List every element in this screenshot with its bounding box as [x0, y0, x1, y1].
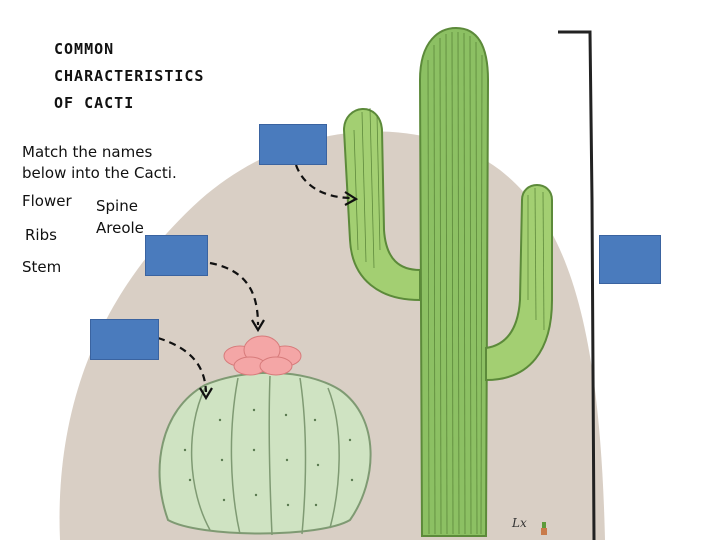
arrow-to-spine	[294, 164, 353, 200]
arrow-to-flower	[209, 261, 260, 326]
frame-line	[558, 30, 596, 540]
instructions: Match the names below into the Cacti.	[22, 142, 177, 184]
flower	[223, 335, 302, 376]
instructions-line-1: Match the names	[22, 143, 153, 161]
pot-icon	[541, 522, 547, 535]
artist-signature: Lx	[512, 516, 527, 530]
drop-box-barrel[interactable]	[90, 319, 159, 360]
arrow-to-barrel	[157, 336, 208, 393]
word-areole[interactable]: Areole	[96, 219, 144, 237]
word-stem[interactable]: Stem	[22, 258, 62, 276]
drop-box-spine[interactable]	[259, 124, 327, 165]
barrel-cactus	[158, 371, 372, 536]
page-title: COMMON CHARACTERISTICS OF CACTI	[54, 36, 204, 117]
title-line-1: COMMON	[54, 40, 115, 58]
drop-box-flower[interactable]	[145, 235, 208, 276]
word-flower[interactable]: Flower	[22, 192, 72, 210]
instructions-line-2: below into the Cacti.	[22, 164, 177, 182]
title-line-3: OF CACTI	[54, 94, 135, 112]
title-line-2: CHARACTERISTICS	[54, 67, 205, 85]
word-ribs[interactable]: Ribs	[25, 226, 57, 244]
saguaro-cactus	[342, 26, 553, 537]
drop-box-stem[interactable]	[599, 235, 661, 284]
word-spine[interactable]: Spine	[96, 197, 138, 215]
